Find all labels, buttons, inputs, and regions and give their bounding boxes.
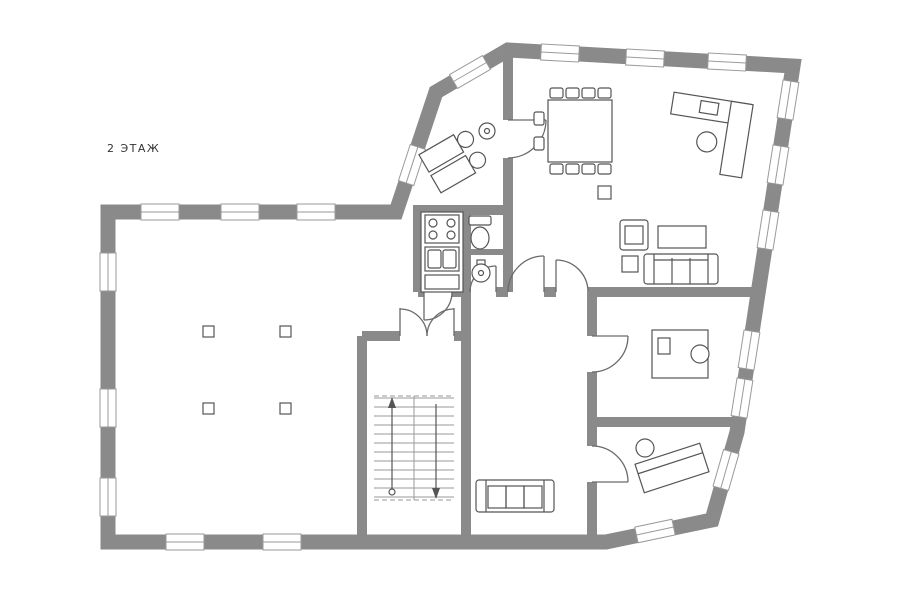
window [766, 144, 790, 186]
conference-chair [533, 136, 545, 151]
conference-chair [565, 163, 580, 175]
kitchen-stove [424, 214, 460, 244]
stairs [374, 395, 454, 501]
sofa-cushion [523, 485, 543, 509]
conference-chair [549, 87, 564, 99]
office-chair [696, 131, 718, 153]
side-table [621, 255, 639, 273]
wash-basin [471, 259, 491, 283]
bathroom [468, 215, 492, 283]
armchair-cushion [624, 225, 644, 245]
kitchen [420, 211, 464, 293]
sofa [475, 479, 555, 513]
office-chair [456, 130, 475, 149]
office-chair [468, 151, 487, 169]
column [202, 325, 215, 338]
office-2 [634, 438, 710, 494]
column [279, 402, 292, 415]
stairs-up-arrow [388, 397, 396, 496]
double-door [399, 308, 455, 337]
stairs-down-arrow [432, 404, 440, 499]
window [296, 203, 336, 221]
toilet [468, 215, 492, 250]
window [140, 203, 180, 221]
door-swing [591, 445, 629, 483]
column [279, 325, 292, 338]
angled-office [418, 122, 496, 194]
coffee-table [657, 225, 707, 249]
conference-chair [565, 87, 580, 99]
sofa [643, 253, 719, 285]
window [737, 329, 761, 371]
conference-chair [581, 163, 596, 175]
kitchen-sink [424, 246, 460, 272]
corner-desk [719, 100, 754, 179]
wash-basin [478, 122, 496, 140]
window [540, 43, 580, 63]
door-swing [507, 255, 545, 293]
lounge-set [619, 219, 719, 285]
conference-table [547, 99, 613, 163]
monitor [657, 337, 671, 355]
window [756, 209, 780, 251]
door-swing [591, 335, 629, 373]
armchair [619, 219, 649, 251]
window [634, 518, 676, 544]
corner-workstation [669, 91, 754, 179]
office-1 [651, 329, 710, 379]
window [712, 448, 740, 492]
conference-chair [597, 163, 612, 175]
window [625, 48, 665, 68]
window [165, 533, 205, 551]
hall-columns [202, 325, 292, 415]
kitchen-unit [424, 274, 460, 290]
meeting-room [533, 87, 754, 285]
window [707, 52, 747, 72]
windows [99, 43, 800, 551]
conference-chair [597, 87, 612, 99]
window [730, 377, 754, 419]
small-square-fixture [597, 185, 612, 200]
desk [634, 442, 710, 494]
corridor-sofa [475, 479, 555, 513]
conference-chair [549, 163, 564, 175]
column [202, 402, 215, 415]
floor-label: 2 ЭТАЖ [107, 142, 160, 155]
conference-chair [533, 111, 545, 126]
window [99, 477, 117, 517]
window [220, 203, 260, 221]
window [262, 533, 302, 551]
conference-set [533, 87, 613, 175]
door-swing [423, 291, 453, 321]
window [776, 79, 800, 121]
office-chair [690, 344, 710, 364]
window [99, 388, 117, 428]
window [448, 54, 492, 90]
conference-chair [581, 87, 596, 99]
monitor [698, 99, 720, 116]
door-swing [555, 259, 589, 293]
office-chair [635, 438, 655, 458]
window [99, 252, 117, 292]
